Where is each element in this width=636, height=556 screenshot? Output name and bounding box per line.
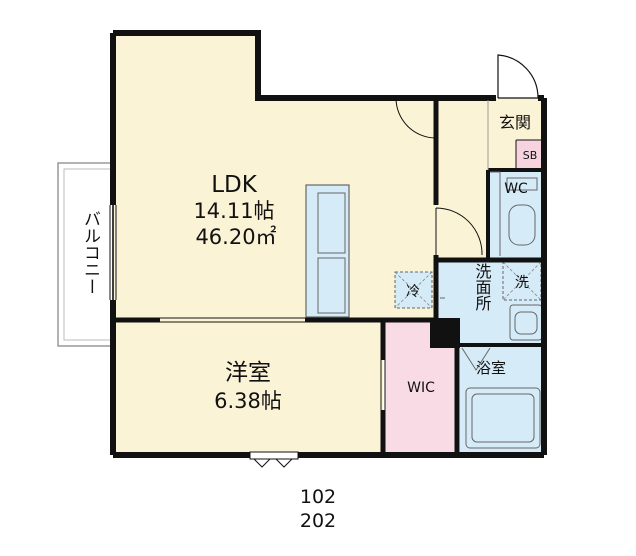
bath-door: [461, 347, 491, 371]
wic-name: WIC: [407, 380, 435, 396]
sb-name: SB: [523, 149, 538, 162]
fridge-label: 冷: [406, 284, 420, 300]
outer-wall: [113, 30, 436, 101]
toilet-bowl: [508, 204, 536, 246]
pillar: [430, 318, 460, 348]
youshitsu-window: [249, 451, 299, 460]
wc-name: WC: [504, 181, 528, 197]
washer-label: 洗: [515, 275, 529, 291]
kitchen-stove: [317, 257, 346, 314]
yokushitsu-name: 浴室: [476, 359, 506, 377]
ldk-area: 46.20㎡: [195, 225, 276, 249]
youshitsu-size: 6.38帖: [214, 389, 282, 413]
toilet-tank: [506, 177, 538, 191]
wc-door: [490, 171, 501, 256]
balcony-name: バルコニー: [80, 210, 100, 295]
entrance-door: [497, 54, 539, 99]
bathtub: [465, 387, 541, 449]
ldk-door: [395, 97, 437, 139]
ldk-floor: [113, 33, 436, 320]
senmenjo-name: 洗面所: [473, 263, 492, 311]
kitchen-sink: [317, 192, 346, 254]
ldk-size: 14.11帖: [193, 199, 274, 223]
unit-number-1: 102: [299, 486, 337, 508]
ldk-name: LDK: [211, 172, 258, 198]
washer-space: [502, 261, 542, 301]
hall-door: [435, 207, 483, 256]
youshitsu-floor: [113, 320, 383, 455]
youshitsu-name: 洋室: [225, 360, 271, 386]
genkan-name: 玄関: [499, 113, 531, 132]
sb-floor: [516, 140, 544, 168]
unit-number-2: 202: [299, 510, 337, 532]
